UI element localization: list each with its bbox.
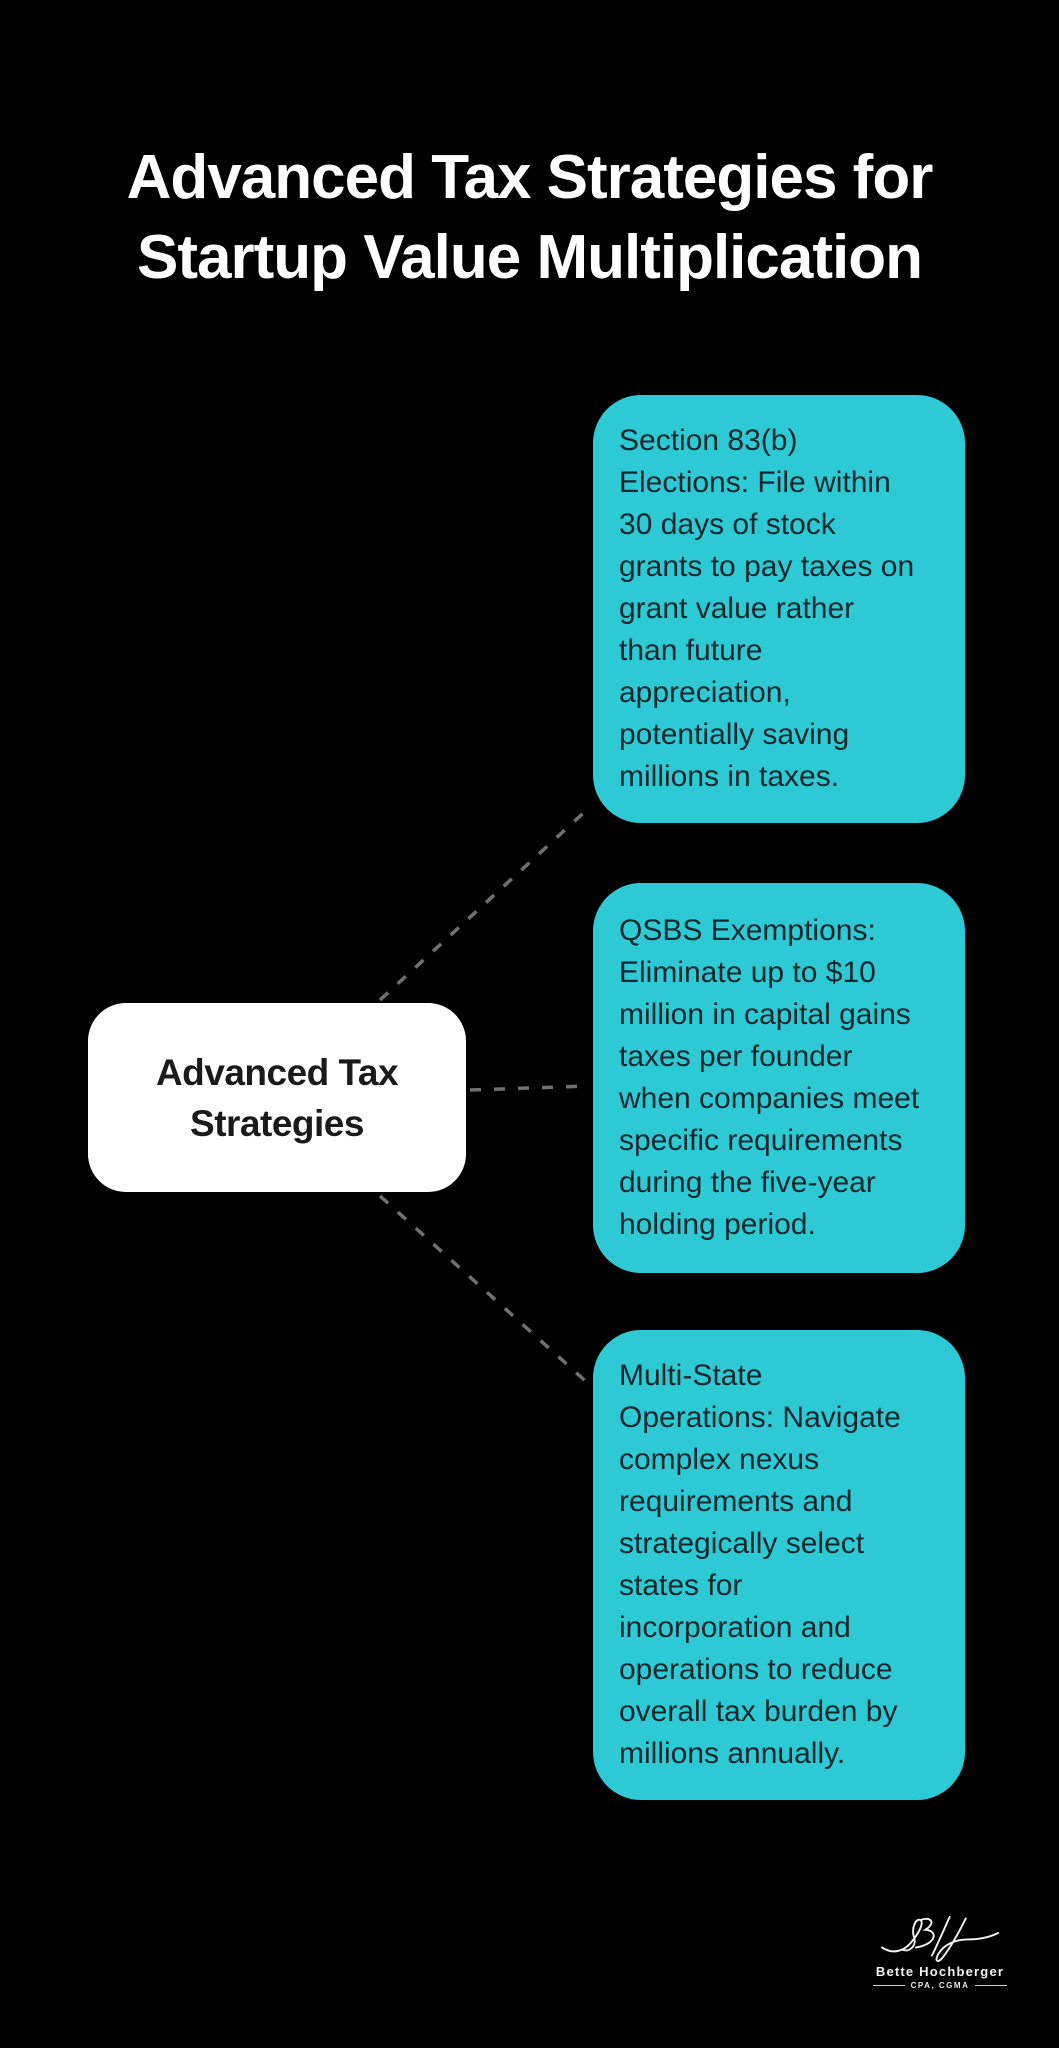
brand-credentials: CPA, CGMA xyxy=(910,1981,970,1990)
connector-bottom xyxy=(378,1194,593,1388)
card-text: QSBS Exemptions: Eliminate up to $10 mil… xyxy=(619,914,920,1241)
card-section-83b-elections: Section 83(b) Elections: File within 30 … xyxy=(593,395,965,823)
card-multi-state-operations: Multi-State Operations: Navigate complex… xyxy=(593,1330,965,1800)
page-title: Advanced Tax Strategies for Startup Valu… xyxy=(126,142,934,292)
center-node-advanced-tax-strategies: Advanced Tax Strategies xyxy=(88,1003,466,1192)
credential-rule-left xyxy=(872,1985,905,1986)
bh-monogram-icon xyxy=(880,1915,1000,1962)
card-text: Section 83(b) Elections: File within 30 … xyxy=(619,424,915,793)
card-text: Multi-State Operations: Navigate complex… xyxy=(619,1359,901,1770)
connector-middle xyxy=(469,1084,591,1092)
brand-name: Bette Hochberger xyxy=(875,1964,1005,1979)
brand-signature: Bette Hochberger CPA, CGMA xyxy=(858,1912,1022,1990)
center-node-label: Advanced Tax Strategies xyxy=(155,1051,399,1144)
connector-top xyxy=(378,804,593,1002)
credential-rule-right xyxy=(975,1985,1008,1986)
card-qsbs-exemptions: QSBS Exemptions: Eliminate up to $10 mil… xyxy=(593,883,965,1273)
